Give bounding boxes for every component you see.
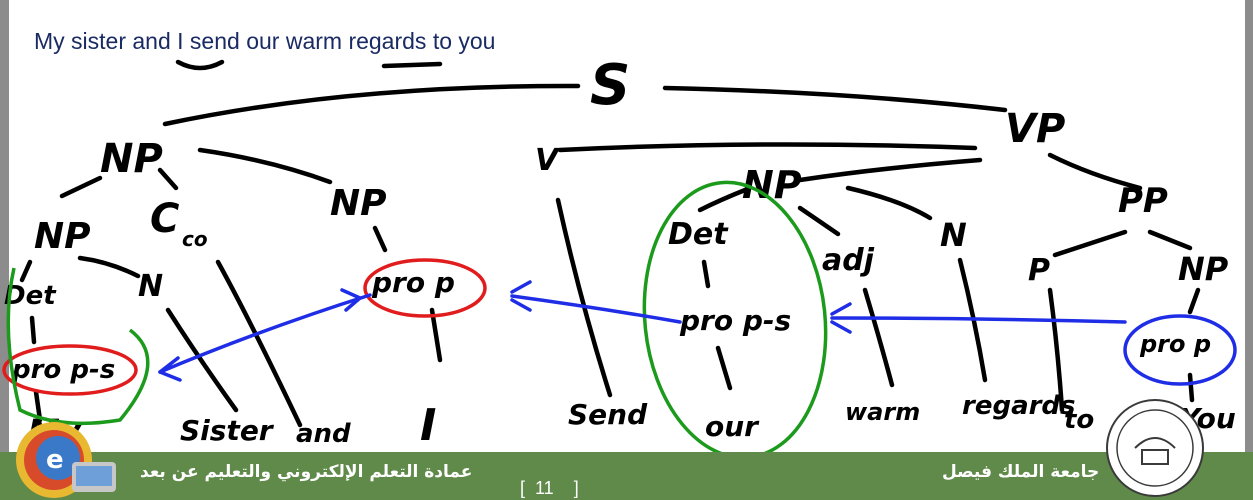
green-circle-left — [6, 267, 150, 426]
blue-circle-you — [1123, 314, 1237, 386]
green-circle-our — [642, 180, 828, 452]
edge-npright-n — [845, 185, 933, 221]
footer-bar — [0, 452, 1253, 500]
word-our: our — [705, 410, 760, 443]
edge-pro-our — [715, 345, 733, 391]
edge-vp-pp — [1047, 152, 1143, 191]
edge-det-pro — [29, 315, 37, 345]
arrow-our-to-i — [510, 294, 682, 324]
pronoun-left: pro p-s — [11, 355, 115, 385]
edge-vp-v — [557, 142, 978, 153]
edge-np-npleft — [59, 175, 103, 199]
pronoun-you: pro p — [1139, 330, 1211, 358]
edge-s-vp — [662, 85, 1008, 113]
edge-adj-warm — [862, 287, 895, 388]
node-np-pp: NP — [1178, 250, 1229, 288]
arrow-head-left — [158, 356, 182, 382]
edge-np-npmid — [197, 147, 333, 185]
edge-v-send — [555, 197, 613, 398]
svg-text:e: e — [46, 445, 64, 475]
word-send: Send — [568, 398, 648, 431]
node-vp: VP — [1005, 106, 1065, 152]
node-n-left: N — [138, 269, 163, 304]
node-s: S — [590, 53, 630, 118]
footer-university-text: جامعة الملك فيصل — [942, 462, 1100, 482]
node-det-right: Det — [668, 217, 729, 252]
parse-tree-drawing: S NP VP V NP PP NP C co NP Det N — [2, 53, 1237, 452]
edge-pro-you — [1187, 372, 1195, 403]
word-and: and — [296, 419, 351, 449]
node-adj: adj — [822, 243, 875, 278]
edge-pro-my — [33, 389, 43, 423]
edge-npright-det — [697, 187, 748, 213]
edge-s-np — [162, 83, 581, 127]
pronoun-i: pro p — [371, 266, 455, 299]
footer-page-number: [ 11 ] — [520, 478, 579, 498]
underline-warm — [381, 61, 443, 69]
arrow-head-you-double — [830, 302, 852, 334]
edge-pp-np — [1147, 229, 1193, 251]
edge-pro-i — [429, 307, 443, 363]
edge-np-conj — [157, 167, 179, 191]
edge-npleft-n — [77, 255, 141, 279]
university-seal-icon — [1106, 399, 1204, 497]
word-sister: Sister — [180, 414, 275, 447]
node-det-left: Det — [4, 281, 57, 311]
slide-edge-left — [0, 0, 9, 500]
node-np-mid: NP — [330, 183, 387, 224]
edge-conj-and — [215, 259, 303, 428]
arrow-i-to-left — [158, 293, 372, 374]
slide-edge-right — [1245, 0, 1253, 500]
word-i: I — [420, 400, 436, 451]
footer-deanship-text: عمادة التعلم الإلكتروني والتعليم عن بعد — [140, 462, 473, 482]
red-circle-i — [363, 258, 487, 318]
word-regards: regards — [962, 391, 1076, 421]
edge-pp-p — [1052, 229, 1128, 258]
edge-npleft-det — [19, 259, 33, 283]
slide-sentence: My sister and I send our warm regards to… — [34, 28, 496, 54]
arrow-head-i — [340, 288, 362, 312]
underline-my-sister — [175, 59, 225, 71]
word-to: to — [1064, 405, 1094, 435]
node-conj-sub: co — [182, 227, 208, 251]
edge-vp-np — [797, 157, 983, 183]
edge-npright-adj — [797, 205, 841, 237]
arrow-you-to-our — [830, 316, 1127, 324]
edge-detright-pro — [701, 259, 711, 289]
pronoun-our: pro p-s — [679, 304, 791, 337]
elearning-logo-icon: e — [16, 422, 116, 498]
node-conj: C — [150, 196, 179, 242]
node-pp: PP — [1118, 181, 1168, 221]
node-np-left: NP — [34, 216, 91, 257]
word-warm: warm — [845, 398, 920, 426]
edge-p-to — [1047, 287, 1065, 413]
node-p: P — [1028, 253, 1050, 288]
red-circle-left — [2, 344, 138, 396]
node-np-top: NP — [100, 136, 163, 182]
edge-n-sister — [165, 307, 239, 413]
node-n-right: N — [940, 216, 967, 254]
arrow-head-our-double — [510, 280, 532, 312]
edge-nppp-pro — [1187, 287, 1201, 315]
node-v: V — [535, 143, 561, 178]
edge-npmid-pro — [372, 225, 388, 253]
